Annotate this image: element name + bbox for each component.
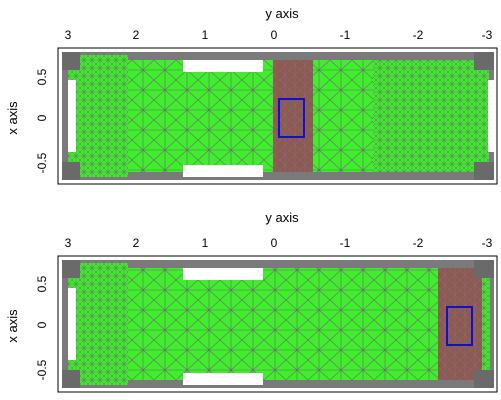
selection-box[interactable] bbox=[446, 306, 473, 346]
selection-box[interactable] bbox=[278, 98, 305, 138]
top-mesh bbox=[62, 52, 494, 180]
bottom-plot-y-axis-title: y axis bbox=[265, 210, 299, 225]
mesh-region-left bbox=[68, 55, 128, 177]
mesh-region-center-left bbox=[128, 60, 273, 172]
top-plot-y-axis-title: y axis bbox=[265, 6, 299, 21]
corner-block bbox=[62, 370, 80, 388]
bottom-plot-top-ticks: 3 2 1 0 -1 -2 -3 bbox=[65, 236, 493, 250]
mesh-region-right bbox=[482, 268, 490, 380]
corner-block bbox=[474, 260, 494, 278]
mesh-region-left bbox=[68, 263, 128, 385]
slot-top bbox=[183, 268, 263, 280]
tick-label: -0.5 bbox=[35, 359, 49, 380]
tick-label: 0 bbox=[271, 236, 278, 250]
bottom-plot-left-ticks: 0.5 0 -0.5 bbox=[35, 275, 49, 380]
tick-label: 0.5 bbox=[35, 275, 49, 292]
tick-label: 3 bbox=[65, 236, 72, 250]
corner-block bbox=[62, 52, 80, 70]
tick-label: 1 bbox=[202, 236, 209, 250]
tick-label: -0.5 bbox=[35, 152, 49, 173]
corner-block bbox=[62, 260, 80, 278]
slot-bottom bbox=[183, 165, 263, 177]
tick-label: -2 bbox=[413, 28, 424, 42]
tick-label: -3 bbox=[482, 236, 493, 250]
tick-label: 0 bbox=[271, 28, 278, 42]
tick-label: 1 bbox=[202, 28, 209, 42]
tick-label: 2 bbox=[133, 28, 140, 42]
tick-label: 0.5 bbox=[35, 68, 49, 85]
mesh-region-center-right bbox=[313, 60, 373, 172]
top-plot-x-axis-title: x axis bbox=[5, 101, 20, 135]
tick-label: -2 bbox=[413, 236, 424, 250]
plot-top: y axis 3 2 1 0 -1 -2 -3 x axis 0.5 0 -0.… bbox=[5, 6, 498, 185]
tick-label: -1 bbox=[340, 236, 351, 250]
slot-top bbox=[183, 60, 263, 72]
tick-label: 3 bbox=[65, 28, 72, 42]
highlight-band bbox=[438, 268, 482, 380]
bottom-plot-x-axis-title: x axis bbox=[5, 309, 20, 343]
top-plot-left-ticks: 0.5 0 -0.5 bbox=[35, 68, 49, 173]
mesh-region-right bbox=[373, 60, 489, 172]
slot-left bbox=[68, 288, 76, 360]
corner-block bbox=[62, 162, 80, 180]
slot-right bbox=[488, 80, 494, 152]
tick-label: 2 bbox=[133, 236, 140, 250]
tick-label: 0 bbox=[35, 321, 49, 328]
corner-block bbox=[474, 52, 494, 70]
top-plot-top-ticks: 3 2 1 0 -1 -2 -3 bbox=[65, 28, 493, 42]
tick-label: -1 bbox=[340, 28, 351, 42]
mesh-region-center bbox=[128, 268, 438, 380]
tick-label: -3 bbox=[482, 28, 493, 42]
tick-label: 0 bbox=[35, 114, 49, 121]
corner-block bbox=[474, 162, 494, 180]
slot-left bbox=[68, 80, 76, 152]
corner-block bbox=[474, 370, 494, 388]
slot-bottom bbox=[183, 373, 263, 385]
plot-bottom: y axis 3 2 1 0 -1 -2 -3 x axis 0.5 0 -0.… bbox=[5, 210, 498, 393]
bottom-mesh bbox=[62, 260, 494, 388]
